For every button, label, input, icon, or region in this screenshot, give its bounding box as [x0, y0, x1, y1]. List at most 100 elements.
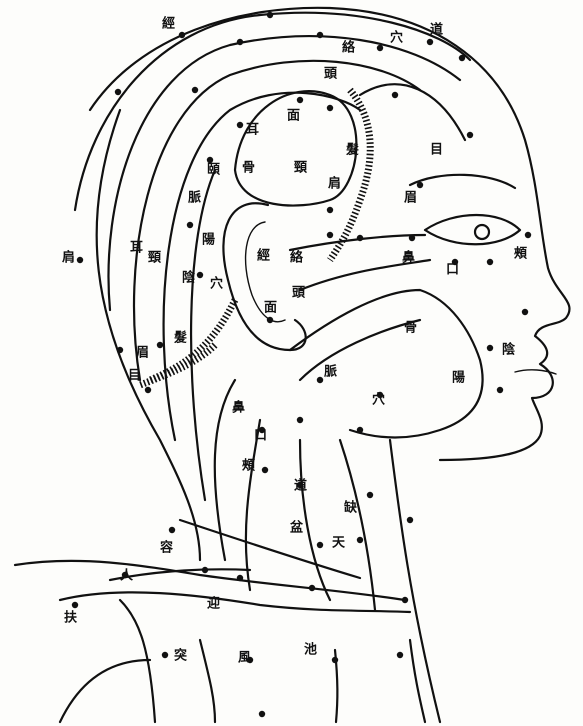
acupoint-dot: [267, 317, 273, 323]
eye-pupil: [475, 225, 489, 239]
acupoint-dot: [332, 657, 338, 663]
acupoint-label: 陰: [180, 270, 193, 282]
acupoint-label: 眉: [134, 345, 147, 357]
acupoint-dot: [392, 92, 398, 98]
acupoint-label: 骨: [402, 320, 415, 332]
ear-outer: [223, 203, 305, 350]
acupoint-dot: [197, 272, 203, 278]
acupoint-label: 經: [160, 16, 173, 28]
acupoint-dot: [327, 207, 333, 213]
acupoint-label: 頸: [292, 160, 305, 172]
acupoint-label: 肩: [326, 176, 339, 188]
acupoint-label: 口: [444, 262, 457, 274]
acupoint-label: 髮: [172, 330, 185, 342]
acupoint-label: 經: [255, 248, 268, 260]
acupoint-dot: [409, 235, 415, 241]
acupoint-dot: [115, 89, 121, 95]
acupoint-label: 耳: [128, 240, 141, 252]
brow-arc: [360, 84, 465, 140]
acupoint-label: 脈: [322, 364, 335, 376]
acupoint-label: 盆: [288, 520, 301, 532]
acupoint-dot: [237, 575, 243, 581]
acupoint-dot: [357, 235, 363, 241]
acupoint-label: 扶: [62, 610, 75, 622]
acupoint-dot: [497, 387, 503, 393]
acupoint-dot: [192, 87, 198, 93]
acupoint-label: 口: [252, 428, 265, 440]
neck-meridian-2: [300, 440, 330, 600]
acupoint-label: 穴: [388, 30, 401, 42]
acupoint-dot: [317, 377, 323, 383]
acupoint-label: 骨: [240, 160, 253, 172]
acupoint-label: 面: [262, 300, 275, 312]
shoulder-lower-line: [60, 592, 410, 612]
chest-line-3: [410, 640, 425, 722]
acupoint-label: 穴: [208, 276, 221, 288]
acupoint-dot: [262, 467, 268, 473]
neck-meridian-3: [340, 440, 375, 610]
acupoint-dot: [327, 105, 333, 111]
acupoint-dot: [327, 232, 333, 238]
acupoint-label: 道: [428, 22, 441, 34]
acupoint-label: 頭: [322, 66, 335, 78]
acupoint-dot: [237, 39, 243, 45]
acupoint-label: 陽: [450, 370, 463, 382]
acupoint-label: 穴: [370, 392, 383, 404]
acupoint-label: 髮: [344, 142, 357, 154]
acupoint-dot: [77, 257, 83, 263]
acupoint-dot: [317, 542, 323, 548]
acupoint-dot: [157, 342, 163, 348]
acupoint-dot: [317, 32, 323, 38]
chest-line-1: [200, 640, 215, 722]
face-meridian-2: [300, 260, 430, 290]
acupoint-label: 目: [428, 142, 441, 154]
acupoint-label: 迎: [205, 596, 218, 608]
acupoint-dot: [357, 427, 363, 433]
acupoint-label: 突: [172, 648, 185, 660]
acupoint-label: 容: [158, 540, 171, 552]
acupoint-dot: [267, 12, 273, 18]
acupoint-label: 脈: [186, 190, 199, 202]
acupoint-label: 陰: [500, 342, 513, 354]
acupoint-label: 陽: [200, 232, 213, 244]
acupoint-label: 鼻: [400, 250, 413, 262]
shoulder-line: [15, 561, 405, 600]
acupoint-label: 絡: [288, 250, 301, 262]
acupoint-label: 道: [292, 478, 305, 490]
acupoint-dot: [377, 45, 383, 51]
acupoint-dot: [357, 537, 363, 543]
eye-outline: [425, 215, 520, 244]
meridian-arc-2: [109, 36, 461, 310]
acupoint-dot: [202, 567, 208, 573]
acupoint-dot: [459, 55, 465, 61]
acupoint-dot: [187, 222, 193, 228]
acupoint-label: 人: [118, 568, 131, 580]
acupoint-dot: [487, 259, 493, 265]
acupoint-label: 池: [302, 642, 315, 654]
acupoint-label: 頭: [290, 285, 303, 297]
acupoint-dot: [402, 597, 408, 603]
acupoint-dot: [407, 517, 413, 523]
acupoint-dot: [259, 711, 265, 717]
acupoint-dot: [427, 39, 433, 45]
acupoint-dot: [297, 417, 303, 423]
acupoint-label: 缺: [342, 500, 355, 512]
acupoint-label: 天: [330, 535, 343, 547]
acupoint-dot: [397, 652, 403, 658]
acupoint-dot: [162, 652, 168, 658]
acupoint-label: 絡: [340, 40, 353, 52]
acupoint-label: 頰: [240, 458, 253, 470]
neck-meridian-1: [246, 420, 260, 590]
meridian-arc-1: [75, 13, 470, 210]
acupoint-label: 面: [285, 108, 298, 120]
acupoint-dot: [297, 97, 303, 103]
eyebrow: [410, 175, 515, 188]
acupoint-label: 目: [126, 368, 139, 380]
acupoint-label: 肩: [60, 250, 73, 262]
acupoint-label: 鼻: [230, 400, 243, 412]
acupoint-label: 頤: [205, 162, 218, 174]
acupoint-label: 眉: [402, 190, 415, 202]
acupoint-dot: [367, 492, 373, 498]
acupoint-dot: [72, 602, 78, 608]
